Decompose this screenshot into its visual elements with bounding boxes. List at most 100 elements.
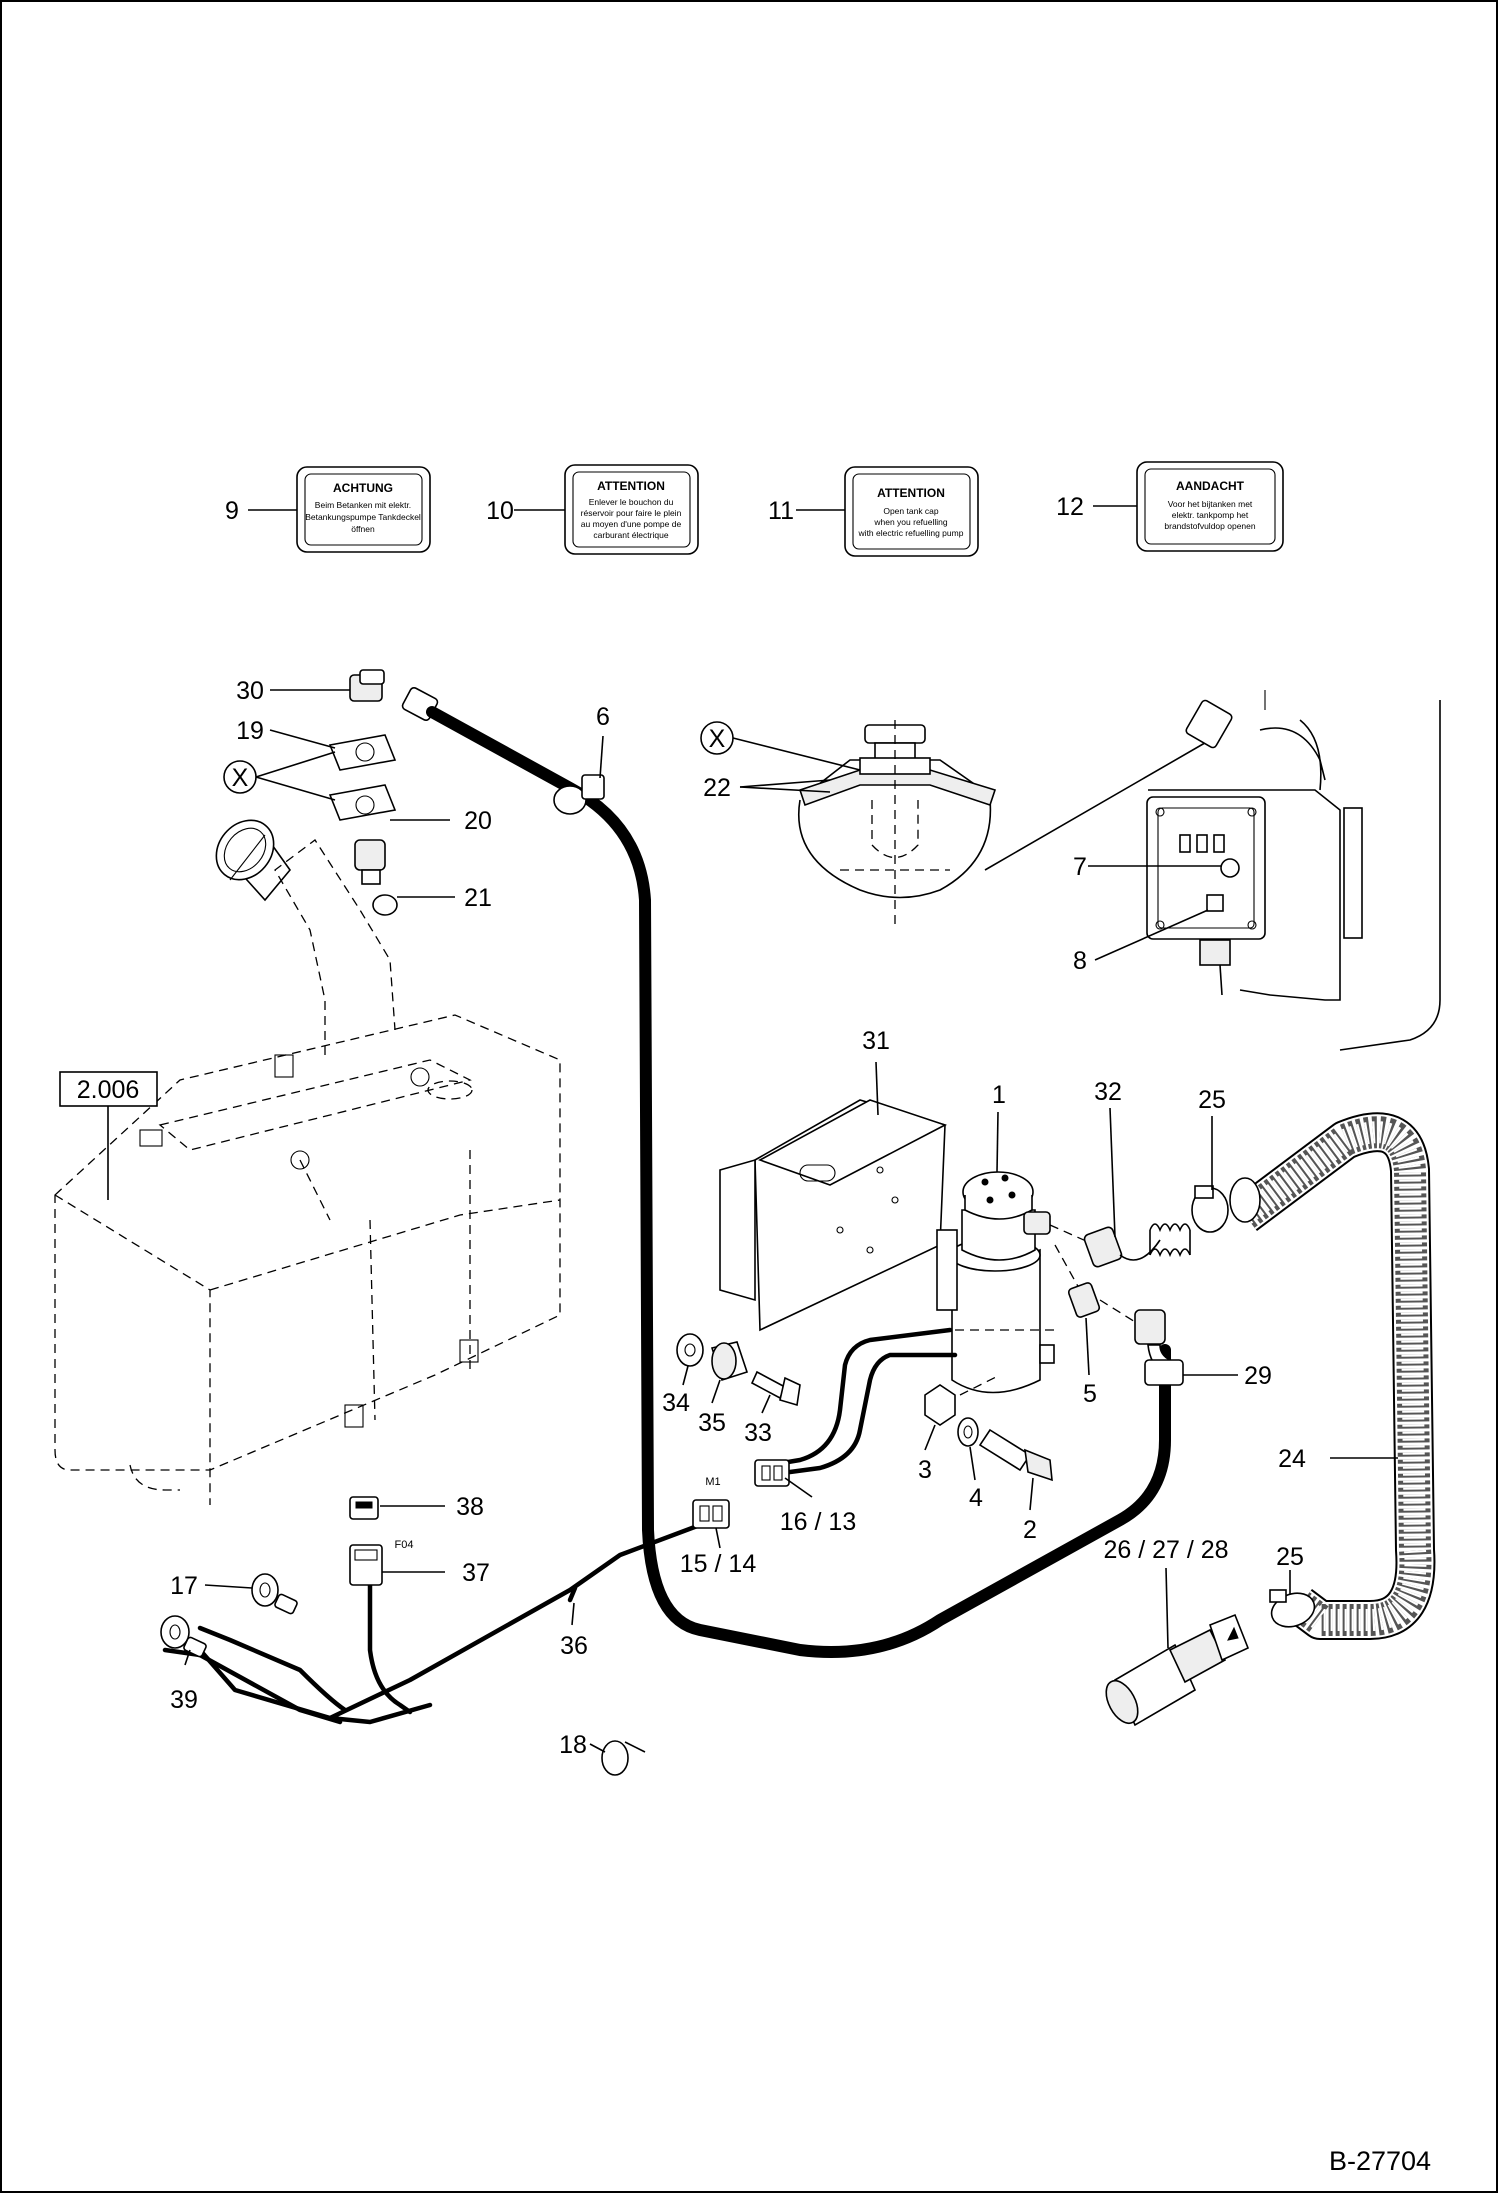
fuse-holder-37: F04 37 xyxy=(349,1539,490,1587)
callout-10: 10 xyxy=(486,497,514,525)
hose-clamp-6: 6 xyxy=(553,703,610,815)
callout-19: 19 xyxy=(236,717,264,745)
callout-1: 1 xyxy=(992,1081,1006,1109)
callout-30: 30 xyxy=(236,677,264,705)
callout-39: 39 xyxy=(170,1686,198,1714)
warning-label-12: AANDACHT Voor het bijtanken met elektr. … xyxy=(1056,461,1284,552)
fuse-38: 38 xyxy=(349,1493,484,1521)
marker-x-left-label: X xyxy=(232,764,249,792)
callout-2: 2 xyxy=(1023,1516,1037,1544)
warning-label-10-line-3: au moyen d'une pompe de xyxy=(581,519,682,529)
bolt-2: 2 xyxy=(978,1428,1053,1544)
warning-label-11: ATTENTION Open tank cap when you refuell… xyxy=(768,466,979,557)
hose-clamp-25-bottom: 25 xyxy=(1269,1543,1316,1628)
marker-x-left: X xyxy=(223,751,336,801)
callout-25-top: 25 xyxy=(1198,1086,1226,1114)
ring-terminal-17: 17 xyxy=(170,1572,298,1615)
warning-label-12-line-3: brandstofvuldop openen xyxy=(1164,521,1255,531)
callout-32: 32 xyxy=(1094,1078,1122,1106)
fuse-holder-label: F04 xyxy=(395,1539,414,1551)
warning-label-9-line-3: öffnen xyxy=(351,524,375,534)
spacer-35: 35 xyxy=(698,1341,749,1437)
warning-label-12-line-2: elektr. tankpomp het xyxy=(1172,510,1249,520)
washer-4: 4 xyxy=(957,1417,983,1512)
detail-x-cap xyxy=(798,720,997,930)
callout-31: 31 xyxy=(862,1027,890,1055)
warning-label-10-line-2: réservoir pour faire le plein xyxy=(581,508,682,518)
callout-33: 33 xyxy=(744,1419,772,1447)
warning-label-10: ATTENTION Enlever le bouchon du réservoi… xyxy=(486,464,699,555)
warning-label-10-line-4: carburant électrique xyxy=(593,530,668,540)
motor-connector-15-14: M1 15 / 14 xyxy=(680,1476,757,1578)
callout-8: 8 xyxy=(1073,947,1087,975)
callout-4: 4 xyxy=(969,1484,983,1512)
callout-26-27-28: 26 / 27 / 28 xyxy=(1103,1536,1228,1564)
gasket-20: 20 xyxy=(328,784,492,835)
suction-filter-26-27-28: 26 / 27 / 28 xyxy=(1103,1536,1250,1727)
control-box: 7 8 xyxy=(1073,690,1441,1051)
callout-17: 17 xyxy=(170,1572,198,1600)
cable-clip-18: 18 xyxy=(559,1731,646,1776)
wiring-harness-36: 36 xyxy=(162,1522,703,1725)
warning-label-9-line-2: Betankungspumpe Tankdeckel xyxy=(305,512,421,522)
callout-6: 6 xyxy=(596,703,610,731)
callout-24: 24 xyxy=(1278,1445,1306,1473)
pump-wires xyxy=(767,1327,958,1475)
warning-label-10-line-1: Enlever le bouchon du xyxy=(589,497,674,507)
protective-hose-24: 24 xyxy=(1229,1112,1436,1640)
callout-34: 34 xyxy=(662,1389,690,1417)
spring-guard xyxy=(1149,1223,1191,1258)
warning-label-11-line-3: with electric refuelling pump xyxy=(858,528,964,538)
reference-box-label: 2.006 xyxy=(77,1076,140,1104)
callout-12: 12 xyxy=(1056,493,1084,521)
elbow-fitting-30: 30 xyxy=(236,669,385,705)
warning-label-12-title: AANDACHT xyxy=(1176,479,1245,493)
callout-16-13: 16 / 13 xyxy=(780,1508,856,1536)
drawing-number: B-27704 xyxy=(1329,2146,1431,2176)
warning-label-11-line-2: when you refuelling xyxy=(873,517,948,527)
warning-label-10-title: ATTENTION xyxy=(597,479,665,493)
callout-25-bottom: 25 xyxy=(1276,1543,1304,1571)
callout-5: 5 xyxy=(1083,1380,1097,1408)
callout-3: 3 xyxy=(918,1456,932,1484)
warning-label-9-title: ACHTUNG xyxy=(333,481,393,495)
callout-20: 20 xyxy=(464,807,492,835)
warning-label-11-title: ATTENTION xyxy=(877,486,945,500)
callout-21: 21 xyxy=(464,884,492,912)
callout-36: 36 xyxy=(560,1632,588,1660)
callout-35: 35 xyxy=(698,1409,726,1437)
elbow-29: 29 xyxy=(1099,1299,1272,1390)
fitting-32: 32 xyxy=(1049,1078,1161,1268)
callout-18: 18 xyxy=(559,1731,587,1759)
suction-hose xyxy=(401,686,1171,1658)
callout-15-14: 15 / 14 xyxy=(680,1550,757,1578)
connector-16-13: 16 / 13 xyxy=(754,1459,856,1536)
callout-7: 7 xyxy=(1073,853,1087,881)
fuel-tank xyxy=(54,839,561,1505)
callout-37: 37 xyxy=(462,1559,490,1587)
warning-label-9: ACHTUNG Beim Betanken mit elektr. Betank… xyxy=(225,466,431,553)
callout-29: 29 xyxy=(1244,1362,1272,1390)
reference-box: 2.006 xyxy=(59,1071,158,1200)
warning-label-9-line-1: Beim Betanken mit elektr. xyxy=(315,500,411,510)
callout-9: 9 xyxy=(225,497,239,525)
hose-clamp-25-top: 25 xyxy=(1191,1086,1229,1233)
marker-x-right-label: X xyxy=(709,725,726,753)
fitting-5: 5 xyxy=(1054,1244,1101,1408)
nut-3: 3 xyxy=(918,1374,1001,1484)
callout-38: 38 xyxy=(456,1493,484,1521)
seal-22: 22 xyxy=(703,774,831,802)
warning-label-12-line-1: Voor het bijtanken met xyxy=(1168,499,1253,509)
fuel-pump-1: 1 xyxy=(936,1081,1060,1394)
bulkhead-fitting-21: 21 xyxy=(354,839,492,916)
gasket-19: 19 xyxy=(236,717,397,771)
callout-22: 22 xyxy=(703,774,731,802)
ring-terminal-39: 39 xyxy=(160,1615,207,1714)
marker-x-right: X xyxy=(700,721,861,771)
filler-neck xyxy=(215,819,292,902)
washer-34: 34 xyxy=(662,1333,704,1417)
callout-11: 11 xyxy=(768,497,794,525)
warning-label-11-line-1: Open tank cap xyxy=(883,506,939,516)
